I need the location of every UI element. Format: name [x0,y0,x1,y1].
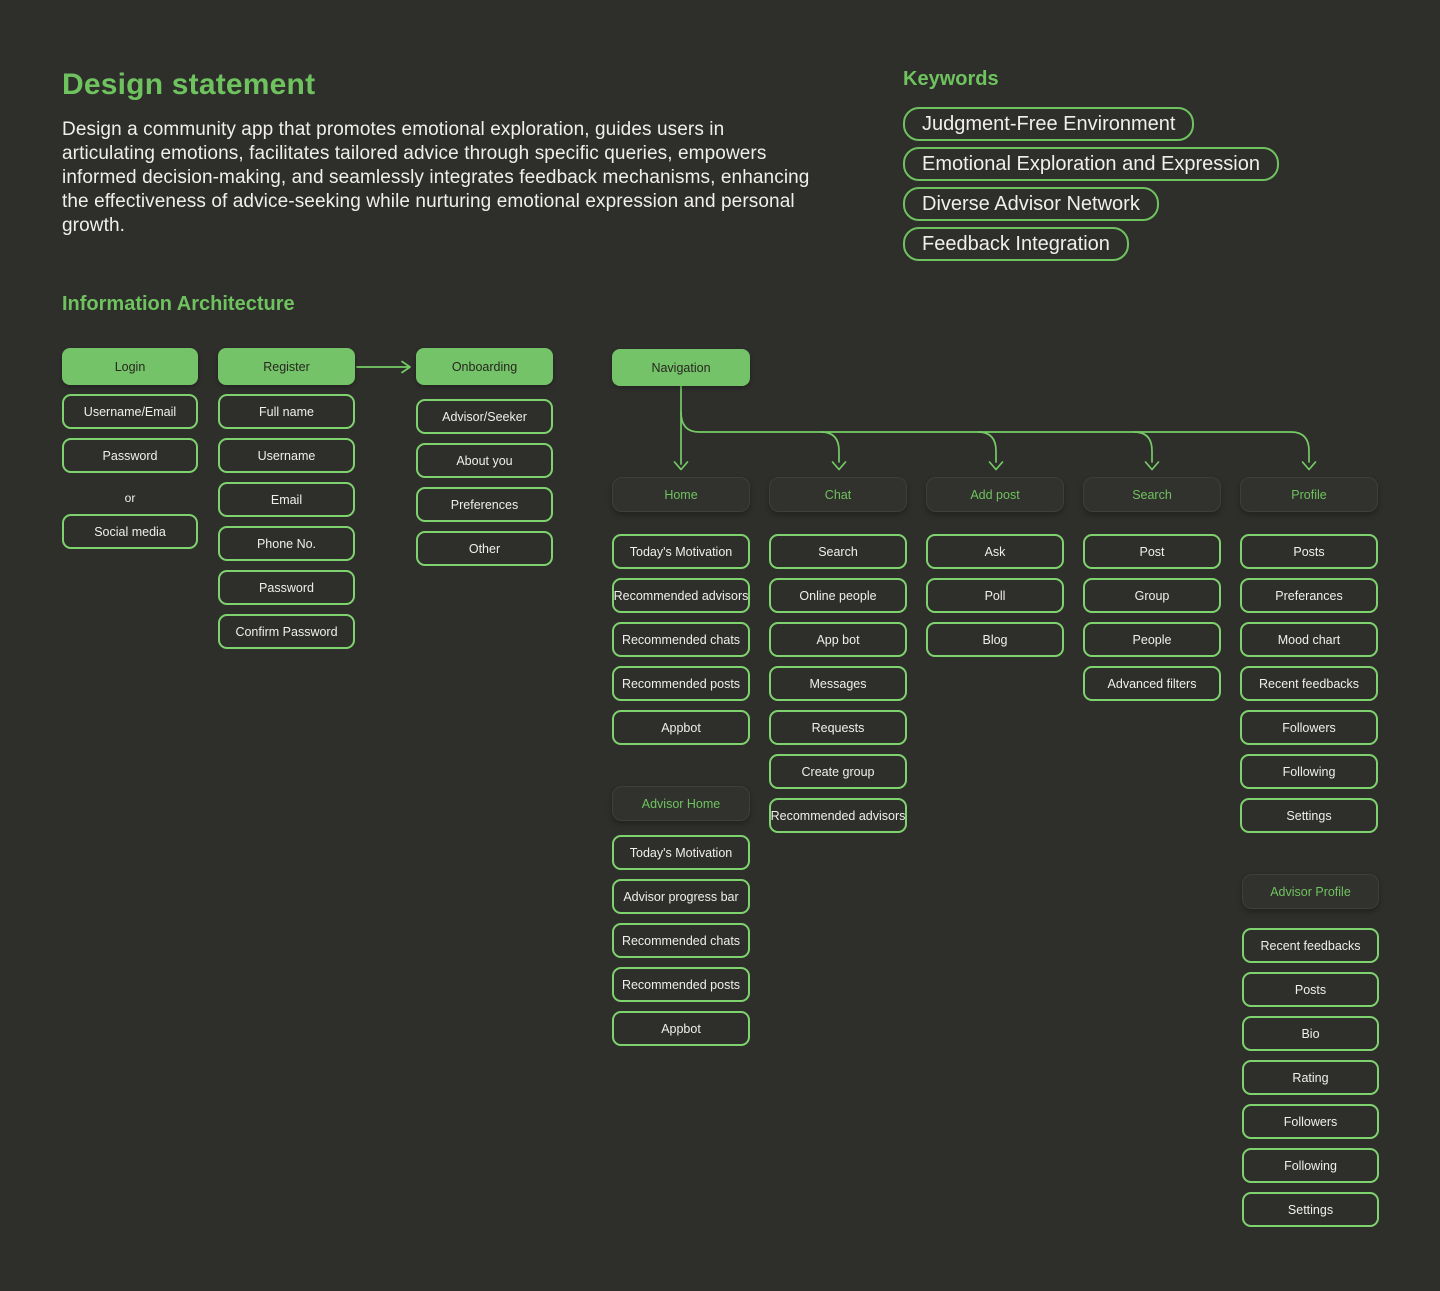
flow-node: Posts [1240,534,1378,569]
flow-node: Today's Motivation [612,835,750,870]
nav-header-home: Home [612,477,750,512]
flow-node: Following [1242,1148,1379,1183]
nav-header-chat: Chat [769,477,907,512]
flow-node: Username [218,438,355,473]
or-label: or [124,491,136,505]
flow-node: Preferances [1240,578,1378,613]
flow-node: Confirm Password [218,614,355,649]
flow-node: Appbot [612,710,750,745]
design-statement-title: Design statement [62,68,316,101]
flow-node: Following [1240,754,1378,789]
flow-node: Settings [1242,1192,1379,1227]
flow-node: Recommended posts [612,967,750,1002]
keyword-pill: Emotional Exploration and Expression [903,147,1279,181]
flow-node: Password [218,570,355,605]
advisor-home-section: Advisor Home Today's Motivation Advisor … [612,786,750,1046]
keyword-pill: Judgment-Free Environment [903,107,1195,141]
nav-header-search: Search [1083,477,1221,512]
navigation-root: Navigation [612,349,750,386]
flow-node: Today's Motivation [612,534,750,569]
flow-node: People [1083,622,1221,657]
flow-node: About you [416,443,553,478]
flow-node: Other [416,531,553,566]
flow-header-login: Login [62,348,198,385]
flow-node: Poll [926,578,1064,613]
keyword-pill: Diverse Advisor Network [903,187,1159,221]
advisor-home-header: Advisor Home [612,786,750,821]
information-architecture-title: Information Architecture [62,293,295,315]
flow-node: Blog [926,622,1064,657]
flow-node: Advisor/Seeker [416,399,553,434]
design-statement-body: Design a community app that promotes emo… [62,119,810,236]
flow-node: Settings [1240,798,1378,833]
design-statement-section: Design statement Design a community app … [62,68,822,238]
flow-node: App bot [769,622,907,657]
flow-node: Appbot [612,1011,750,1046]
keyword-pill: Feedback Integration [903,227,1129,261]
flow-node: Email [218,482,355,517]
advisor-profile-header: Advisor Profile [1242,874,1379,909]
flow-node: Full name [218,394,355,429]
flow-node: Online people [769,578,907,613]
nav-section-profile: Profile Posts Preferances Mood chart Rec… [1240,477,1378,833]
flow-node: Rating [1242,1060,1379,1095]
keywords-section: Keywords Judgment-Free Environment Emoti… [903,68,1323,267]
flow-node: Recommended advisors [612,578,750,613]
flow-node: Recommended chats [612,622,750,657]
flow-node: Advisor progress bar [612,879,750,914]
nav-section-home: Home Today's Motivation Recommended advi… [612,477,750,745]
keywords-title: Keywords [903,68,999,90]
login-column: Login Username/Email Password or Social … [62,348,198,549]
register-column: Register Full name Username Email Phone … [218,348,355,649]
nav-header-add-post: Add post [926,477,1064,512]
flow-node: Mood chart [1240,622,1378,657]
nav-section-search: Search Post Group People Advanced filter… [1083,477,1221,701]
flow-header-navigation: Navigation [612,349,750,386]
flow-header-register: Register [218,348,355,385]
flow-node: Followers [1240,710,1378,745]
flow-node: Recent feedbacks [1242,928,1379,963]
flow-node: Recommended chats [612,923,750,958]
flow-node: Posts [1242,972,1379,1007]
flow-header-onboarding: Onboarding [416,348,553,385]
flow-node: Ask [926,534,1064,569]
flow-node: Preferences [416,487,553,522]
nav-section-add-post: Add post Ask Poll Blog [926,477,1064,657]
flow-node: Search [769,534,907,569]
advisor-profile-section: Advisor Profile Recent feedbacks Posts B… [1242,874,1379,1227]
flow-node: Recommended posts [612,666,750,701]
flow-node: Followers [1242,1104,1379,1139]
flow-node: Requests [769,710,907,745]
flow-node: Password [62,438,198,473]
flow-node: Group [1083,578,1221,613]
flow-node: Phone No. [218,526,355,561]
onboarding-column: Onboarding Advisor/Seeker About you Pref… [416,348,553,566]
flow-node: Recent feedbacks [1240,666,1378,701]
flow-node: Bio [1242,1016,1379,1051]
nav-header-profile: Profile [1240,477,1378,512]
flow-node: Messages [769,666,907,701]
flow-node: Advanced filters [1083,666,1221,701]
flow-node: Social media [62,514,198,549]
flow-node: Post [1083,534,1221,569]
flow-node: Create group [769,754,907,789]
flow-node: Username/Email [62,394,198,429]
nav-section-chat: Chat Search Online people App bot Messag… [769,477,907,833]
flow-node: Recommended advisors [769,798,907,833]
